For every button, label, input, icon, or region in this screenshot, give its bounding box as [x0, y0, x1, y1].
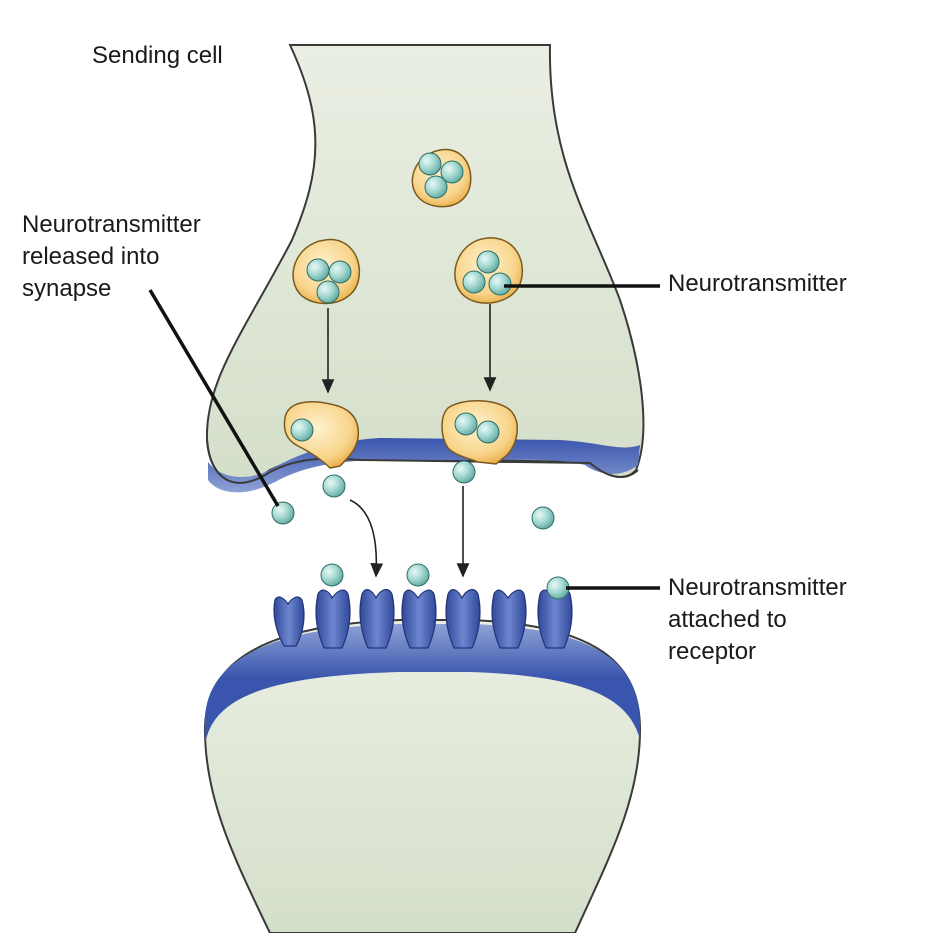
- neurotransmitter-molecule-icon: [320, 563, 344, 587]
- receiving-cell: [203, 619, 642, 933]
- attached-label-line-2: attached to: [668, 606, 787, 633]
- neurotransmitter-molecule-icon: [406, 563, 430, 587]
- diffusion-arrows: [349, 486, 470, 578]
- neurotransmitter-molecule-icon: [452, 460, 476, 484]
- vesicle-movement-arrows: [321, 304, 497, 394]
- released-label-line-1: Neurotransmitter: [22, 211, 201, 238]
- vesicle-icon: [283, 401, 360, 469]
- receptor-icon: [315, 589, 351, 649]
- neurotransmitter-molecule-icon: [322, 474, 346, 498]
- receptor-icon: [359, 589, 395, 649]
- receptor-icon: [273, 596, 305, 647]
- receptor-icon: [491, 589, 527, 649]
- released-label-line-3: synapse: [22, 275, 112, 302]
- sending-cell-label: Sending cell: [92, 42, 223, 69]
- receptor-icon: [401, 589, 437, 649]
- neurotransmitter-label: Neurotransmitter: [668, 270, 847, 297]
- neurotransmitter-molecule-icon: [462, 270, 486, 294]
- vesicle-left: [292, 238, 361, 305]
- arrow-icon: [349, 499, 384, 578]
- bound-neurotransmitters: [320, 563, 570, 600]
- receptor-icon: [445, 589, 481, 649]
- receptors: [273, 589, 573, 649]
- released-into-synapse-label: Neurotransmitter released into synapse: [22, 209, 201, 305]
- leader-line-released: [148, 289, 280, 507]
- attached-label-line-3: receptor: [668, 638, 757, 665]
- neurotransmitter-molecule-icon: [328, 260, 352, 284]
- neurotransmitter-molecule-icon: [546, 576, 570, 600]
- released-label-line-2: released into: [22, 243, 160, 270]
- neurotransmitter-molecule-icon: [440, 160, 464, 184]
- neurotransmitter-molecule-icon: [271, 501, 295, 525]
- neurotransmitter-molecule-icon: [316, 280, 340, 304]
- neurotransmitter-molecule-icon: [454, 412, 478, 436]
- released-neurotransmitters: [271, 460, 555, 530]
- neurotransmitter-molecule-icon: [418, 152, 442, 176]
- leader-lines: [148, 284, 660, 590]
- vesicle-top: [411, 148, 472, 208]
- neurotransmitter-molecule-icon: [476, 250, 500, 274]
- postsynaptic-membrane: [205, 624, 640, 745]
- fusing-vesicle-right: [441, 400, 518, 465]
- vesicle-right: [454, 237, 524, 304]
- neurotransmitter-molecule-icon: [290, 418, 314, 442]
- sending-cell-body: [205, 44, 645, 484]
- sending-cell: [205, 44, 645, 493]
- attached-to-receptor-label: Neurotransmitter attached to receptor: [668, 572, 847, 668]
- neurotransmitter-molecule-icon: [531, 506, 555, 530]
- neurotransmitter-molecule-icon: [306, 258, 330, 282]
- attached-label-line-1: Neurotransmitter: [668, 574, 847, 601]
- fusing-vesicle-left: [283, 401, 360, 469]
- neurotransmitter-molecule-icon: [488, 272, 512, 296]
- neurotransmitter-molecule-icon: [476, 420, 500, 444]
- neurotransmitter-molecule-icon: [424, 175, 448, 199]
